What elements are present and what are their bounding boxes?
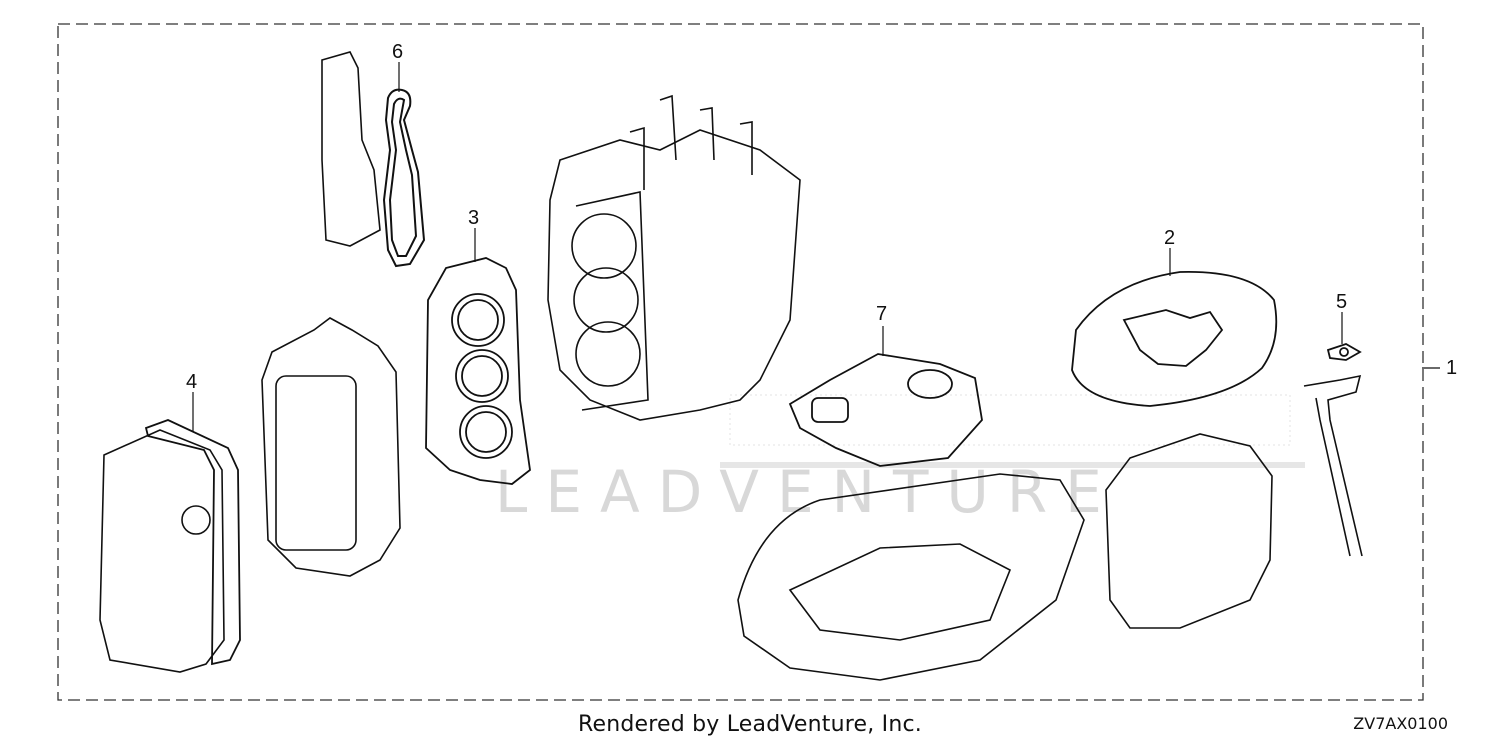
- callout-3: 3: [468, 207, 479, 229]
- engine-block: [547, 94, 801, 421]
- part-3-head-gasket: [425, 257, 531, 485]
- callout-7: 7: [876, 303, 887, 325]
- part-7-gasket: [788, 353, 983, 467]
- part-6-cover: [321, 51, 381, 247]
- oil-tank: [1105, 433, 1273, 629]
- part-5-fitting-gasket: [1326, 343, 1362, 361]
- callout-5: 5: [1336, 291, 1347, 313]
- diagram-code: ZV7AX0100: [1353, 714, 1448, 733]
- callout-1: 1: [1446, 357, 1457, 379]
- callout-4: 4: [186, 371, 197, 393]
- watermark-text: LEADVENTURE: [495, 458, 1120, 526]
- watermark: LEADVENTURE: [495, 394, 1305, 526]
- cylinder-head-cover: [261, 317, 401, 577]
- part-4-valve-cover: [99, 429, 225, 673]
- callout-6: 6: [392, 41, 403, 63]
- leader-lines: [192, 62, 1440, 432]
- part-4-gasket: [144, 419, 241, 666]
- footer-credit: Rendered by LeadVenture, Inc.: [578, 712, 922, 737]
- callouts: 6 3 4 7 2 5 1: [186, 41, 1457, 393]
- pipe: [1303, 374, 1363, 557]
- part-6-gasket: [382, 88, 426, 268]
- callout-2: 2: [1164, 227, 1175, 249]
- oil-pan: [737, 473, 1085, 681]
- part-2-plate-gasket: [1071, 271, 1278, 407]
- assembly-boundary: [57, 23, 1424, 701]
